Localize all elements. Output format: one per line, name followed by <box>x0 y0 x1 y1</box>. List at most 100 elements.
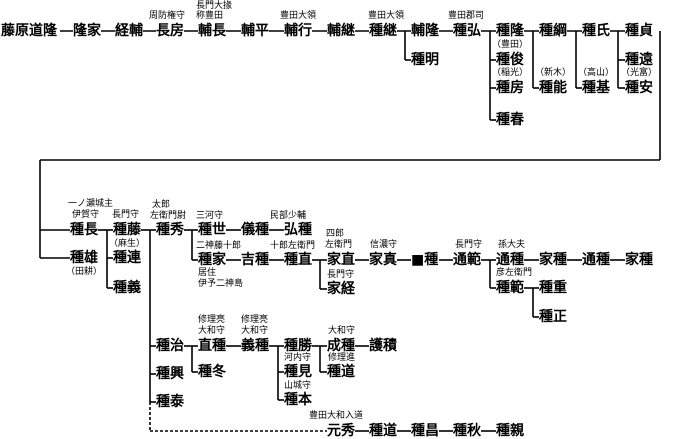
name-suketaira: 輔平 <box>241 23 269 39</box>
name-yoshitane3: 義種 <box>241 338 269 354</box>
name-gitane: 儀種 <box>241 222 269 238</box>
title-tanefuji: 長門守 <box>112 210 140 220</box>
name-tanefuyu: 種冬 <box>198 364 226 380</box>
name-suketsugu: 輔継 <box>327 23 355 39</box>
title-michinori: 長門守 <box>455 240 483 250</box>
title-tanehide-2: 左衛門尉 <box>150 211 187 221</box>
title-iezane: 信濃守 <box>370 240 398 250</box>
name-ienao: 家直 <box>327 252 355 268</box>
name-michitane-2: 通種 <box>582 252 610 268</box>
name-tsunesuke: 経輔 <box>115 23 143 39</box>
name-tanechika: 種親 <box>496 423 524 439</box>
title-ienao-2: 左衛門 <box>325 240 353 250</box>
title-iyo: 伊予二神島 <box>198 279 244 289</box>
name-taneyasu3: 種泰 <box>156 394 184 410</box>
title-tanehide-1: 太郎 <box>152 200 171 210</box>
name-tanemoto3: 種本 <box>284 392 312 408</box>
title-nikami: 二神藤十郎 <box>196 241 242 251</box>
name-taneo: 種雄 <box>70 250 98 266</box>
paren-toyota: （豊田） <box>492 40 529 50</box>
name-tanehide: 種秀 <box>156 222 184 238</box>
title-sukeyuki: 豊田大領 <box>280 11 317 21</box>
title-tanenaga-1: 一ノ瀬城主 <box>68 199 114 209</box>
title-ienao-1: 四郎 <box>326 229 345 239</box>
name-takaie: 隆家 <box>73 23 101 39</box>
name-iezane: 家真 <box>369 252 397 268</box>
name-taneshige: 種重 <box>539 280 567 296</box>
name-ietane-1: 家種 <box>539 252 567 268</box>
title-tanetsugu: 豊田大領 <box>368 11 405 21</box>
title-yamato-2: 大和守 <box>241 326 269 336</box>
name-taneaki-4: 種秋 <box>453 423 481 439</box>
title-yamashiro: 山城守 <box>284 381 312 391</box>
title-nagafusa: 周防権守 <box>149 11 186 21</box>
name-taneuji: 種氏 <box>582 23 610 39</box>
name-sukenaga: 輔長 <box>198 23 226 39</box>
name-taneie: 種家 <box>198 252 226 268</box>
title-shuri-1: 修理亮 <box>198 315 226 325</box>
name-michitane: 通種 <box>496 252 524 268</box>
name-motohide: 元秀 <box>327 423 355 439</box>
title-sukenaga-1: 長門大掾 <box>196 1 233 11</box>
title-hikozaemon: 彦左衛門 <box>496 268 533 278</box>
name-tanemichi-4: 種道 <box>369 423 397 439</box>
name-tanetoshi: 種俊 <box>496 52 524 68</box>
title-yamato-3: 大和守 <box>328 326 356 336</box>
name-ietsune: 家経 <box>327 281 355 297</box>
paren-takayama: （高山） <box>578 68 615 78</box>
paren-inamitsu: （稲光） <box>492 68 529 78</box>
title-nagato2: 長門守 <box>327 270 355 280</box>
name-taneharu: 種春 <box>496 112 524 128</box>
name-yoshitane: 吉種 <box>241 252 269 268</box>
title-sukenaga-2: 称豊田 <box>196 11 224 21</box>
title-shuri-2: 修理亮 <box>241 315 269 325</box>
name-tanetsugu: 種継 <box>369 23 397 39</box>
name-sukeyuki: 輔行 <box>284 23 312 39</box>
name-ietane-2: 家種 <box>625 252 653 268</box>
title-kyoju: 居住 <box>198 268 217 278</box>
title-michitane: 孫大夫 <box>498 240 526 250</box>
title-hirotane: 民部少輔 <box>270 211 307 221</box>
name-hirotane: 弘種 <box>284 222 312 238</box>
name-taneyoshi: 種能 <box>539 80 567 96</box>
name-tanetsura: 種連 <box>113 250 141 266</box>
name-naotane: 直種 <box>198 338 226 354</box>
name-tanetaka: 種隆 <box>496 23 524 39</box>
name-tanesada: 種貞 <box>625 23 653 39</box>
name-tanetoo: 種遠 <box>625 52 653 68</box>
title-shurinoshin: 修理進 <box>328 353 356 363</box>
paren-tabata: （田耕） <box>66 267 103 277</box>
name-tanenori: 種範 <box>496 280 524 296</box>
name-tanemi: 種見 <box>284 364 312 380</box>
name-taneoki: 種興 <box>156 366 184 382</box>
name-fujiwara-michitaka: 藤原道隆 <box>1 23 57 39</box>
name-tanefusa: 種房 <box>496 80 524 96</box>
paren-aso: （麻生） <box>109 239 146 249</box>
name-taneyoshi2: 種義 <box>113 280 141 296</box>
name-tanehiro: 種弘 <box>453 23 481 39</box>
name-tanetsuna: 種綱 <box>539 23 567 39</box>
paren-mitomi: （光富） <box>621 68 658 78</box>
title-toyota-yamato: 豊田大和入道 <box>309 411 364 421</box>
title-tanehiro: 豊田郡司 <box>448 11 485 21</box>
title-tanenaga-2: 伊賀守 <box>72 210 100 220</box>
name-tanenao: 種直 <box>284 252 312 268</box>
title-yamato-1: 大和守 <box>198 326 226 336</box>
name-michinori: 通範 <box>453 252 481 268</box>
name-tanenaga: 種長 <box>70 222 98 238</box>
name-yoshitsumi: 護積 <box>369 338 397 354</box>
name-suketaka: 輔隆 <box>411 23 439 39</box>
name-nagafusa: 長房 <box>156 23 184 39</box>
paren-shinki: （新木） <box>535 68 572 78</box>
name-sq-tane: ■種 <box>411 252 439 268</box>
name-tanemasa-4: 種昌 <box>411 423 439 439</box>
name-naritane: 成種 <box>327 338 355 354</box>
name-tanefuji: 種藤 <box>113 222 141 238</box>
name-tanemoto: 種基 <box>582 80 610 96</box>
title-taneyo: 三河守 <box>196 211 224 221</box>
name-tanekatsu: 種勝 <box>284 338 312 354</box>
name-tanemichi: 種道 <box>327 364 355 380</box>
title-jurou: 十郎左衛門 <box>270 241 316 251</box>
title-kawachi: 河内守 <box>284 353 312 363</box>
